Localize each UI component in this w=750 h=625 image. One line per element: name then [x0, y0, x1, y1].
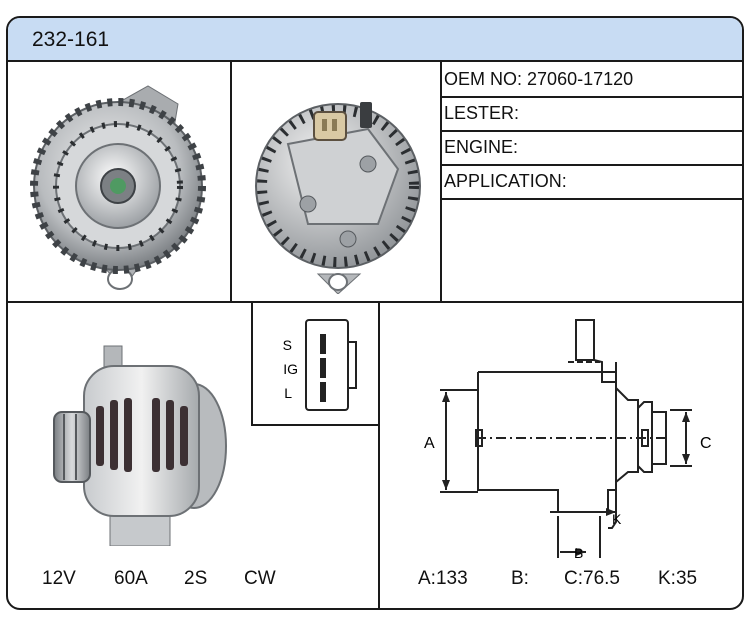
- oem-value: 27060-17120: [527, 69, 634, 89]
- divider-top-right: [440, 62, 442, 302]
- connector-box-bottom: [251, 424, 379, 426]
- spec-amperage: 60A: [114, 568, 148, 589]
- connector-diagram: S IG L: [283, 319, 357, 411]
- alternator-rear-photo: [255, 102, 421, 294]
- lester-row: LESTER:: [444, 103, 742, 124]
- dimension-a-marker: A: [424, 435, 435, 452]
- engine-row: ENGINE:: [444, 137, 742, 158]
- dimension-k-marker: K: [612, 511, 622, 527]
- alternator-front-photo: [30, 85, 206, 290]
- lester-label: LESTER:: [444, 103, 520, 123]
- dimension-b-marker: B: [574, 545, 583, 561]
- divider-info-2: [441, 130, 742, 132]
- spec-connector: 2S: [184, 568, 208, 589]
- divider-info-4: [441, 198, 742, 200]
- application-row: APPLICATION:: [444, 171, 742, 192]
- divider-middle-horizontal: [8, 301, 742, 303]
- dimension-k-value: K:35: [658, 568, 698, 589]
- dimension-diagram: A C K B: [424, 319, 712, 561]
- engine-label: ENGINE:: [444, 137, 519, 157]
- spec-rotation: CW: [244, 568, 276, 589]
- part-number-title: 232-161: [32, 28, 110, 51]
- divider-info-1: [441, 96, 742, 98]
- oem-label: OEM NO:: [444, 69, 523, 89]
- header-bar: 232-161: [8, 18, 742, 62]
- oem-row: OEM NO: 27060-17120: [444, 69, 742, 90]
- divider-info-3: [441, 164, 742, 166]
- pin-s-label: S: [283, 337, 292, 353]
- pin-ig-label: IG: [283, 361, 298, 377]
- dimension-a-value: A:133: [418, 568, 468, 589]
- spec-voltage: 12V: [42, 568, 76, 589]
- alternator-side-photo: [53, 345, 227, 546]
- application-label: APPLICATION:: [444, 171, 567, 191]
- connector-box-left: [251, 302, 253, 426]
- divider-top-left: [230, 62, 232, 302]
- dimension-c-value: C:76.5: [564, 568, 620, 589]
- pin-l-label: L: [284, 385, 292, 401]
- dimension-b-value: B:: [511, 568, 529, 589]
- divider-bottom-right: [378, 302, 380, 608]
- product-sheet: 232-161 OEM NO: 27060-17120 LESTER: ENGI…: [6, 16, 744, 610]
- dimension-c-marker: C: [700, 435, 712, 452]
